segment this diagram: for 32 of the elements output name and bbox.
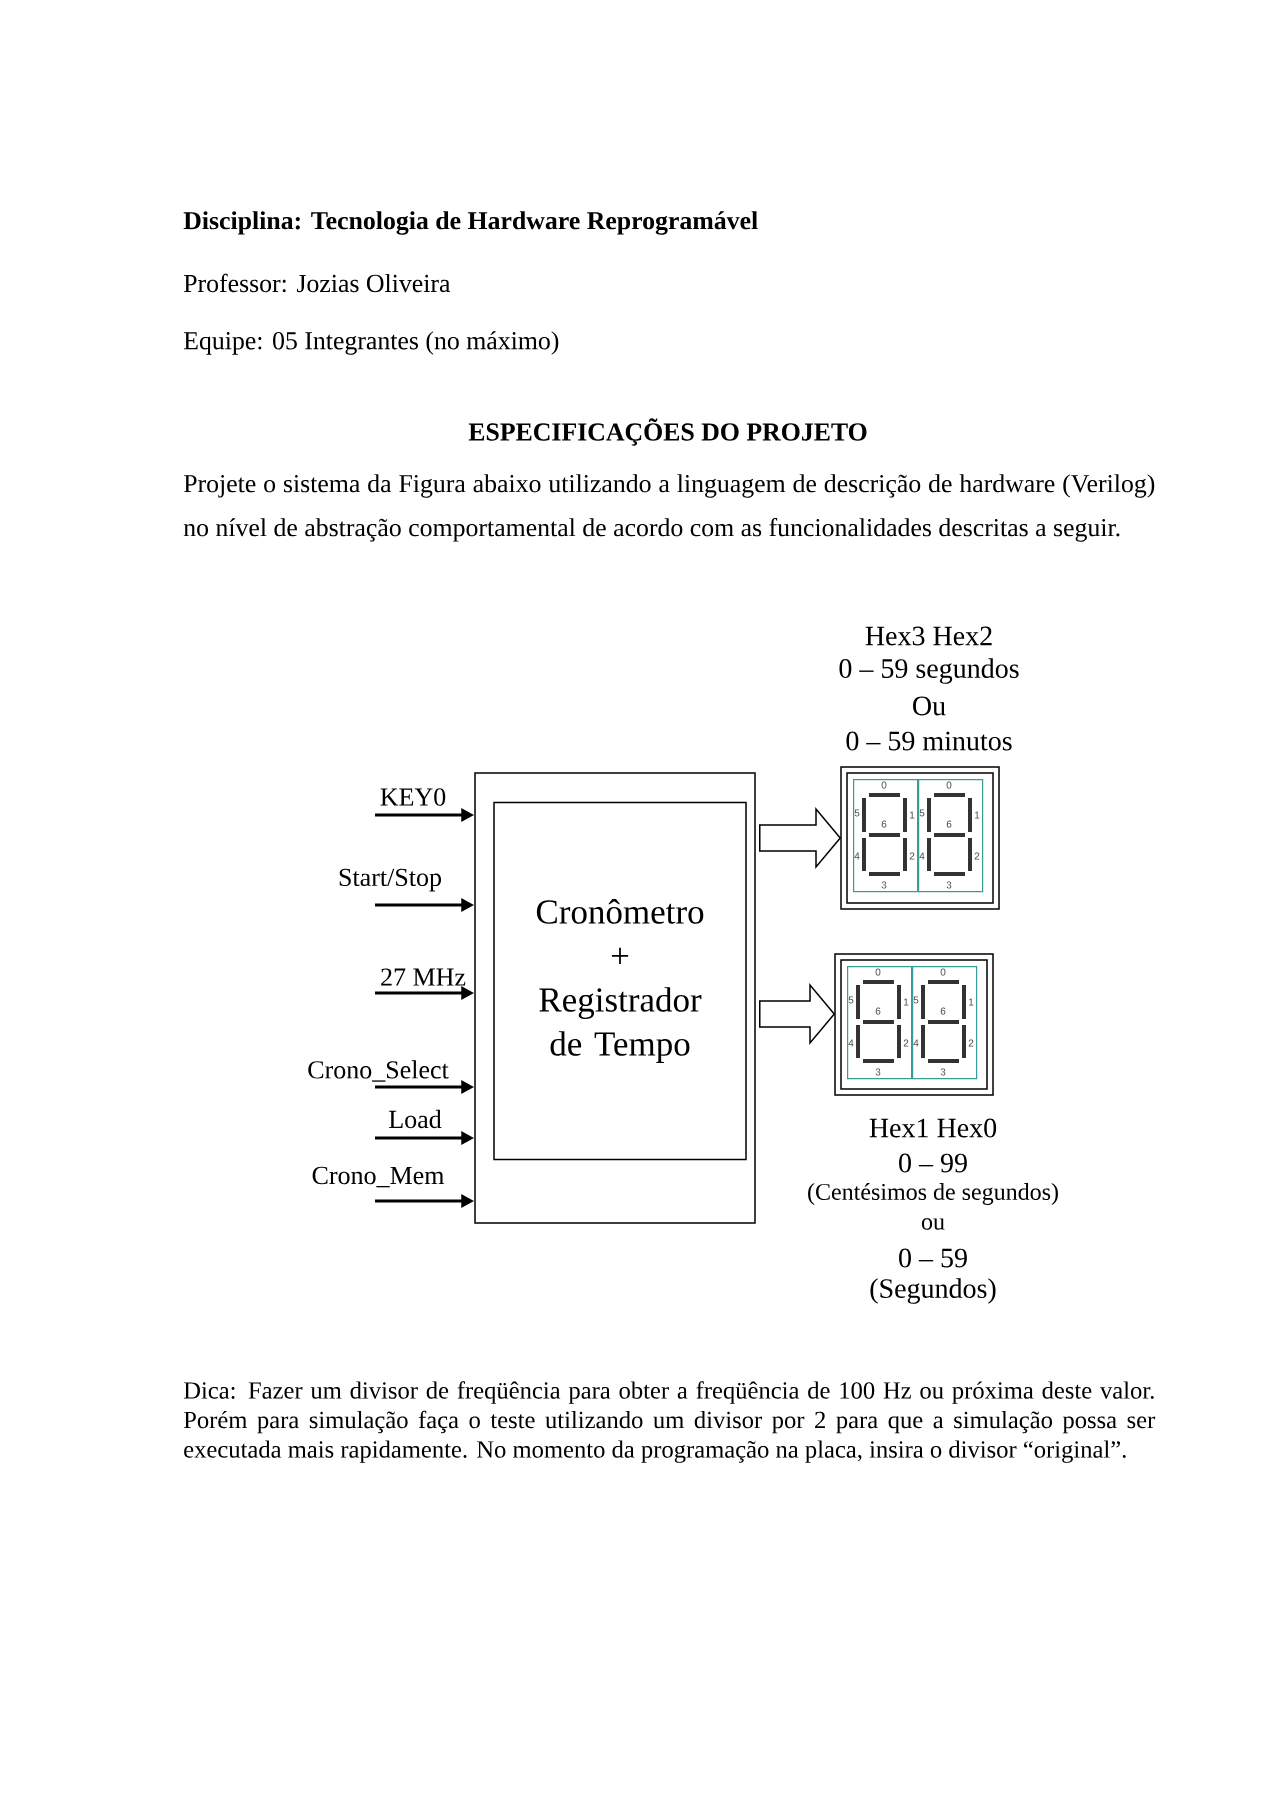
paragraph: Projete o sistema da Figura abaixo utilizando a linguagem de descrição de hardware (Verilog) no nível de abstração comportamental de acordo com as funcionalidades descritas a seguir. — [183, 474, 1155, 542]
display-caption: (Centésimos de segundos) — [808, 1183, 1058, 1205]
block-arrow — [759, 806, 842, 870]
display-caption: 0 – 59 — [899, 1248, 967, 1268]
digit-display: 0 5 1 6 4 2 3 — [918, 779, 984, 893]
digit-display: 0 5 1 6 4 2 3 — [847, 966, 913, 1080]
digit-display: 0 5 1 6 4 2 3 — [853, 779, 919, 893]
display-caption: 0 – 99 — [899, 1153, 967, 1173]
professor-line: Professor: Jozias Oliveira — [183, 273, 451, 293]
seven-segment-display — [840, 766, 1000, 910]
subject-line: Disciplina: Tecnologia de Hardware Reprogramável — [183, 211, 758, 235]
signal-label: Start/Stop — [339, 868, 441, 892]
section-heading: ESPECIFICAÇÕES DO PROJETO — [468, 418, 867, 446]
seven-segment-display — [834, 953, 994, 1096]
signal-label: Crono_Select — [308, 1060, 449, 1082]
block-box — [474, 772, 756, 1224]
display-caption: 0 – 59 segundos — [839, 658, 1019, 684]
signal-label: KEY0 — [380, 788, 446, 806]
signal-label: Crono_Mem — [312, 1166, 445, 1188]
display-caption: (Segundos) — [870, 1278, 996, 1304]
display-caption: 0 – 59 minutos — [846, 731, 1012, 751]
process-box: Cronômetro + Registrador de Tempo — [493, 801, 747, 1161]
team-line: Equipe: 05 Integrantes (no máximo) — [183, 331, 559, 355]
display-caption: Hex1 Hex0 — [869, 1118, 997, 1138]
block-arrow — [759, 982, 836, 1046]
tip-paragraph: Dica: Fazer um divisor de freqüência para obter a freqüência de 100 Hz ou próxima deste valor. Porém para simulação faça o teste utilizando um divisor por 2 para que a simulação possa ser executada mais rapidamente. No momento da programação na placa, insira o divisor “original”. — [183, 1381, 1156, 1463]
display-caption: ou — [921, 1218, 945, 1230]
display-caption: Ou — [913, 696, 946, 716]
signal-label: 27 MHz — [381, 968, 466, 986]
signal-label: Load — [389, 1109, 442, 1129]
digit-display: 0 5 1 6 4 2 3 — [912, 966, 978, 1080]
display-caption: Hex3 Hex2 — [865, 626, 992, 646]
